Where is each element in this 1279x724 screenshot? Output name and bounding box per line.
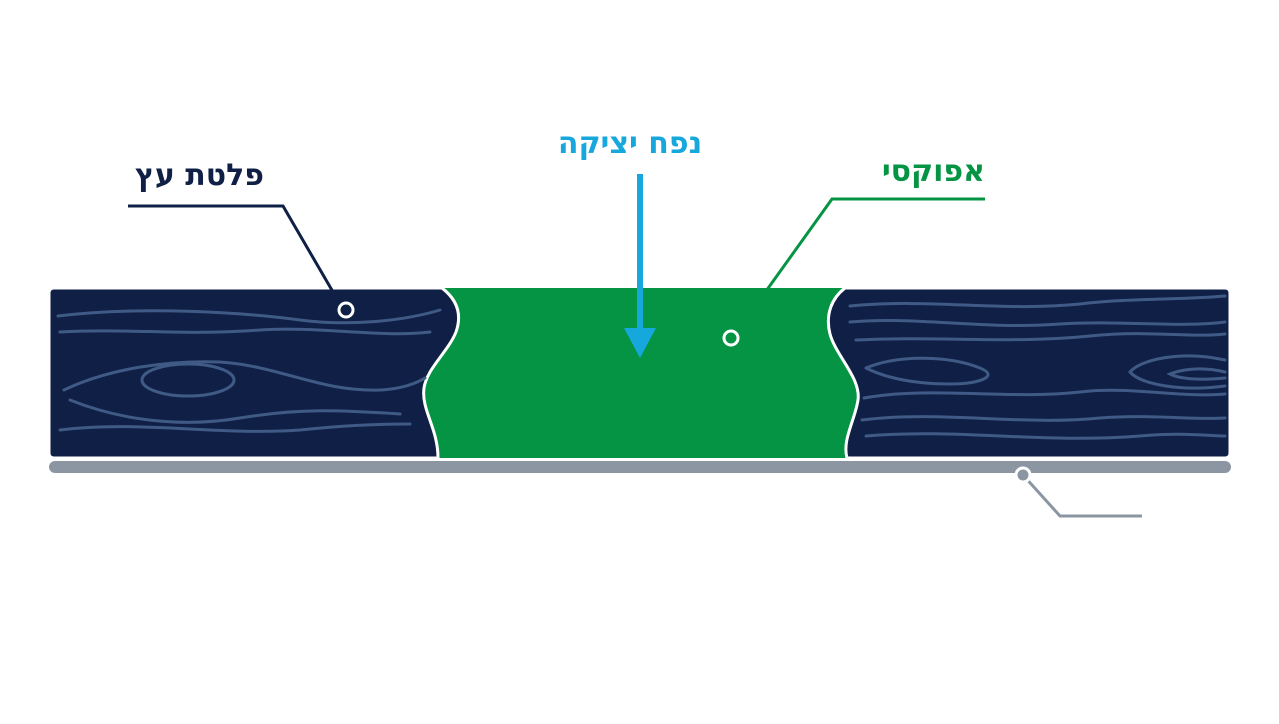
- casting-volume-label: נפח יציקה: [557, 126, 703, 161]
- epoxy-label: אפוקסי: [881, 154, 985, 189]
- base-sheet-callout-line: [1021, 473, 1142, 518]
- circle-marker-icon: [722, 329, 740, 347]
- wood-board-label: פלטת עץ: [134, 158, 264, 193]
- circle-marker-icon: [1014, 466, 1032, 484]
- down-arrow-icon: [624, 328, 656, 358]
- wood-grain-right: [848, 294, 1227, 440]
- circle-marker-icon: [337, 301, 355, 319]
- wood-grain-left: [56, 308, 442, 433]
- wood-board-callout-line: [128, 204, 342, 305]
- epoxy-callout-line: [734, 197, 985, 334]
- base-sheet: [49, 461, 1231, 473]
